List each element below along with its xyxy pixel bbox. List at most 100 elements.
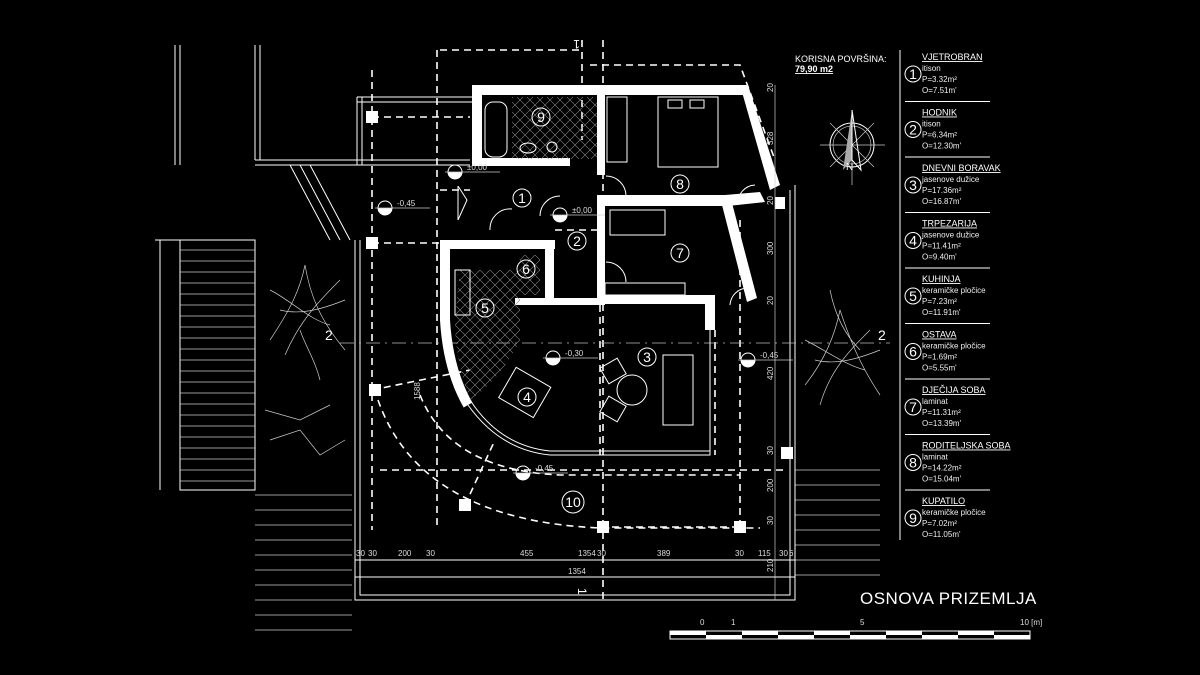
room-number: 7 [676,245,684,261]
legend-room-name: DJEČIJA SOBA [922,385,986,395]
legend-floor: keramičke pločice [922,508,986,517]
dimension-value: 200 [398,549,412,558]
section-markers: 2 2 1 1 [325,37,886,595]
legend-number: 6 [909,344,917,360]
dimension-left: 1588 [413,382,422,400]
drawing-title: OSNOVA PRIZEMLJA [860,589,1037,608]
terrain-hatch [255,404,880,631]
legend-perimeter: O=15.04m' [922,475,962,484]
legend-floor: jasenove dužice [921,175,980,184]
section-marker: 2 [878,327,886,343]
section-marker: 1 [573,37,580,51]
legend-area: P=11.31m² [922,408,961,417]
legend-perimeter: O=16.87m' [922,197,962,206]
level-marker: -0,45 [513,464,568,481]
legend-room-name: TRPEZARIJA [922,219,977,229]
legend-number: 8 [909,455,917,471]
dimension-value: 30 [356,549,365,558]
dimension-value: 30 [735,549,744,558]
level-marker: -0,45 [738,351,793,368]
columns [366,111,793,533]
area-label: KORISNA POVRŠINA: [795,54,887,64]
legend-number: 4 [909,233,917,249]
room-number: 2 [573,233,581,249]
legend-floor: itison [922,120,941,129]
legend-area: P=14.22m² [922,464,962,473]
dimension-value: 389 [657,549,671,558]
dimension-value: 30 [368,549,377,558]
section-marker: 1 [575,588,589,595]
legend-number: 7 [909,399,917,415]
legend-area: P=17.36m² [922,186,962,195]
level-marker: ±0,00 [445,163,500,180]
level-marker: -0,45 [375,199,430,216]
dimension-value: 20 [766,83,775,92]
adjacent-structure [174,45,472,241]
legend-room-name: KUPATILO [922,496,965,506]
room-number: 6 [522,261,530,277]
dimension-value: 20 [766,296,775,305]
room-number-circle [475,298,495,318]
dimension-value: 300 [766,241,775,255]
dimension-value: 328 [766,131,775,145]
terrace-outline [354,185,796,601]
room-number-circle [670,243,690,263]
legend-area: P=7.02m² [922,519,957,528]
level-value: -0,45 [397,199,416,208]
plant-symbol-right [804,289,881,406]
room-number: 9 [537,109,545,125]
scale-label: 10 [m] [1020,618,1042,627]
room-number: 10 [565,494,581,510]
room-number-circle [516,259,536,279]
legend-number: 1 [909,66,917,82]
legend-number: 3 [909,177,917,193]
dimension-value: 420 [766,366,775,380]
room-number: 1 [518,190,526,206]
legend-floor: jasenove dužice [921,231,980,240]
dimension-value: 30 [426,549,435,558]
dimension-value: 30 [597,549,606,558]
dimension-value: 200 [766,478,775,492]
legend-perimeter: O=13.39m' [922,419,962,428]
room-number-circle [517,387,537,407]
scale-label: 5 [860,618,865,627]
grid-lines [340,40,890,600]
level-marker: ±0,00 [550,206,605,223]
room-number-circle [637,347,657,367]
legend-number: 9 [909,510,917,526]
scale-label: 1 [731,618,736,627]
dimension-value: 210 [766,558,775,572]
legend-perimeter: O=7.51m' [922,86,957,95]
legend-room-name: RODITELJSKA SOBA [922,441,1011,451]
legend-area: P=3.32m² [922,75,957,84]
dimension-value: 30 [779,549,788,558]
tile-hatch [455,97,597,400]
dimension-value: 30 [766,446,775,455]
level-value: -0,45 [760,351,779,360]
room-number-circle [670,174,690,194]
walls [440,85,780,456]
legend-room-name: VJETROBRAN [922,52,983,62]
legend-room-name: DNEVNI BORAVAK [922,163,1001,173]
room-number-circle [561,490,585,514]
room-legend: 1 VJETROBRAN itison P=3.32m² O=7.51m' 2HODNIK… [899,50,1011,540]
legend-perimeter: O=11.05m' [922,530,961,539]
legend-floor: laminat [922,453,949,462]
level-value: -0,30 [565,349,584,358]
legend-room-name: KUHINJA [922,274,961,284]
room-number: 5 [481,300,489,316]
room-number-circle [567,231,587,251]
furniture [454,96,756,426]
